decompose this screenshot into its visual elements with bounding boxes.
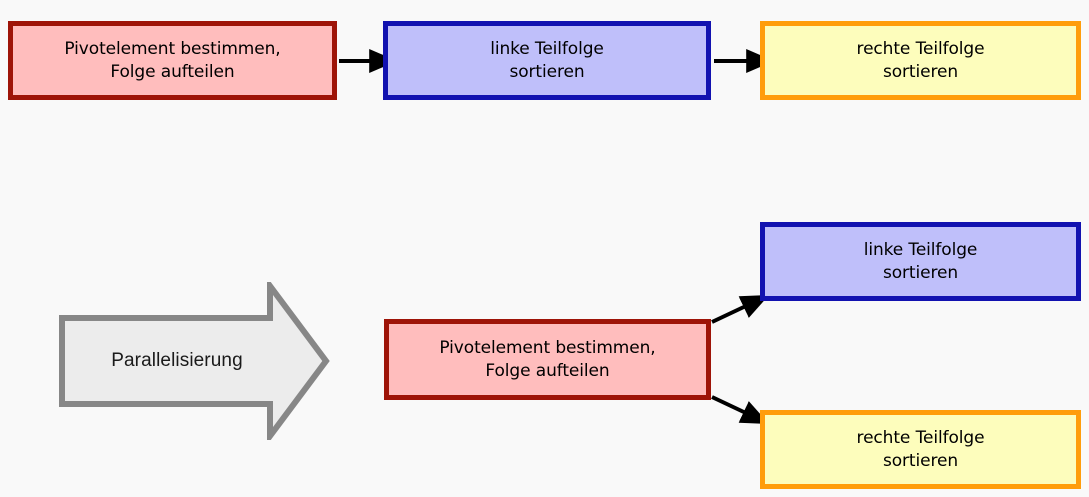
node-label: rechte Teilfolge sortieren — [856, 39, 985, 82]
node-label: linke Teilfolge sortieren — [863, 240, 978, 283]
node-label: Pivotelement bestimmen, Folge aufteilen — [439, 338, 656, 381]
node-right-subsequence-parallel[interactable]: rechte Teilfolge sortieren — [760, 410, 1081, 489]
node-right-subsequence-sequential[interactable]: rechte Teilfolge sortieren — [760, 21, 1081, 100]
node-label: linke Teilfolge sortieren — [490, 39, 604, 82]
node-left-subsequence-parallel[interactable]: linke Teilfolge sortieren — [760, 222, 1081, 301]
node-pivot-parallel[interactable]: Pivotelement bestimmen, Folge aufteilen — [384, 319, 711, 400]
parallelisierung-label: Parallelisierung — [62, 282, 292, 440]
parallelisierung-text: Parallelisierung — [111, 350, 243, 371]
node-left-subsequence-sequential[interactable]: linke Teilfolge sortieren — [383, 21, 711, 100]
parallelisierung-arrow-icon — [59, 282, 330, 440]
connector-pivot-to-left-parallel — [711, 295, 769, 324]
connector-pivot-to-right-parallel — [711, 395, 769, 424]
node-pivot-sequential[interactable]: Pivotelement bestimmen, Folge aufteilen — [8, 21, 337, 100]
node-label: Pivotelement bestimmen, Folge aufteilen — [64, 39, 281, 82]
node-label: rechte Teilfolge sortieren — [856, 428, 985, 471]
